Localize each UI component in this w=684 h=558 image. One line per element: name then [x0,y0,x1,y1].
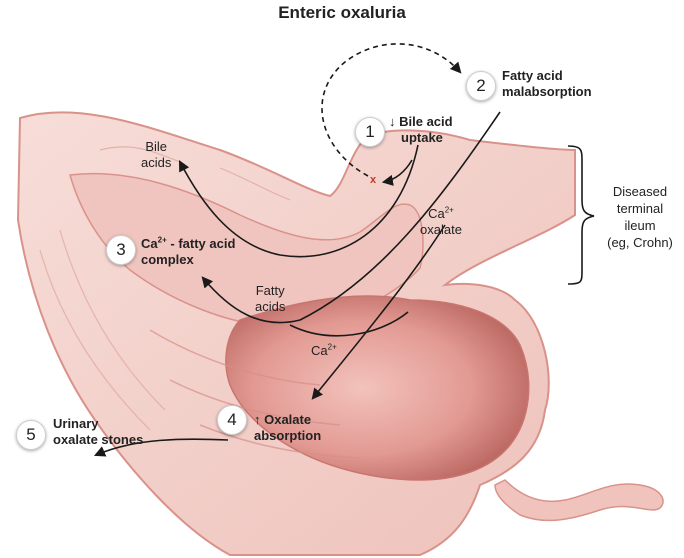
intestine-fold [39,229,166,431]
pathway-arrows [93,43,501,457]
diseased-ileum-bracket [567,145,595,285]
free-calcium-label: Ca2+ [311,342,337,358]
arrow-bile-acids [178,144,419,258]
intestine-pocket [225,295,530,481]
diagram-title: Enteric oxaluria [278,3,406,22]
step-2-badge: 2 [466,71,496,101]
intestine-illustration [16,111,664,556]
intestine-lumen [69,172,424,329]
step-4-label: ↑ Oxalate absorption [254,412,322,443]
step-5-badge: 5 [16,420,46,450]
fatty-acids-label: Fatty acids [255,283,286,314]
arrow-bile-acid-uptake [381,159,413,186]
step-3-label: Ca2+ - fatty acid complex [141,235,236,267]
step-4-badge: 4 [217,405,247,435]
intestine-tail [494,479,664,522]
arrow-urinary-stones [93,438,229,457]
intestine-fold [99,146,291,201]
step-3-badge: 3 [106,235,136,265]
calcium-oxalate-label: Ca2+ oxalate [420,205,462,237]
arrow-bile-acid-recycling [321,43,462,177]
arrow-oxalate-absorption [311,224,446,400]
step-2-label: Fatty acid malabsorption [502,68,592,99]
bile-acids-label: Bile acids [141,139,172,170]
step-1-label: ↓ Bile acid uptake [389,114,453,145]
arrow-calcium-binding [289,311,409,337]
diseased-terminal-ileum-label: Diseased terminal ileum (eg, Crohn) [607,184,673,250]
arrow-fatty-acid-malabsorption [201,111,501,324]
intestine-fold [149,329,361,459]
step-5-label: Urinary oxalate stones [53,416,144,447]
bile-uptake-blocked-mark: x [370,174,377,186]
step-1-badge: 1 [355,117,385,147]
